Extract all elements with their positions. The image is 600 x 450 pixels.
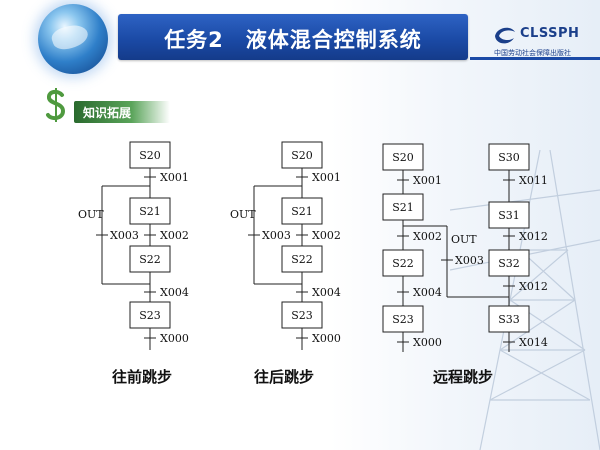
- step-label: S23: [392, 313, 414, 326]
- step-box-s21: [281, 197, 323, 225]
- title-bar: 任务2 液体混合控制系统: [118, 14, 468, 60]
- step-box-s23: [281, 301, 323, 329]
- step-box-s20: [281, 141, 323, 169]
- step-label: S20: [291, 149, 313, 162]
- jump-out-label: OUT: [230, 208, 256, 221]
- step-box-s22: [281, 245, 323, 273]
- step-label: S32: [498, 257, 520, 270]
- step-box-s21: [129, 197, 171, 225]
- step-label: S22: [392, 257, 414, 270]
- jump-condition-label: X003: [455, 254, 484, 267]
- transition-label: X000: [160, 332, 189, 345]
- step-label: S22: [139, 253, 161, 266]
- transition-label: X002: [160, 229, 189, 242]
- header-rule: [470, 57, 600, 60]
- diagram-forward-jump: [96, 141, 171, 350]
- transition-label: X012: [519, 280, 548, 293]
- transition-label: X012: [519, 230, 548, 243]
- step-label: S20: [392, 151, 414, 164]
- caption-forward-jump: 往前跳步: [112, 368, 173, 386]
- publisher-logo: CLSSPH 中国劳动社会保障出版社: [488, 24, 596, 66]
- step-box-s22: [382, 249, 424, 277]
- step-label: S22: [291, 253, 313, 266]
- step-box-s20: [129, 141, 171, 169]
- transition-label: X004: [312, 286, 341, 299]
- step-box-s23: [382, 305, 424, 333]
- transition-label: X011: [519, 174, 548, 187]
- step-label: S23: [291, 309, 313, 322]
- transition-label: X001: [413, 174, 442, 187]
- transition-label: X004: [160, 286, 189, 299]
- step-label: S33: [498, 313, 520, 326]
- globe-logo: [38, 4, 108, 74]
- transition-label: X004: [413, 286, 442, 299]
- transition-label: X002: [312, 229, 341, 242]
- caption-backward-jump: 往后跳步: [254, 368, 315, 386]
- dollar-s-icon: [46, 88, 66, 122]
- step-label: S20: [139, 149, 161, 162]
- step-box-s21: [382, 193, 424, 221]
- step-box-s32: [488, 249, 530, 277]
- transition-label: X001: [160, 171, 189, 184]
- jump-out-label: OUT: [451, 233, 477, 246]
- section-tag-label: 知识拓展: [83, 106, 132, 120]
- jump-condition-label: X003: [110, 229, 139, 242]
- publisher-swirl-icon: [495, 27, 515, 44]
- step-label: S31: [498, 209, 520, 222]
- step-box-s23: [129, 301, 171, 329]
- transition-label: X001: [312, 171, 341, 184]
- transition-label: X000: [312, 332, 341, 345]
- transition-label: X000: [413, 336, 442, 349]
- step-label: S23: [139, 309, 161, 322]
- caption-remote-jump: 远程跳步: [433, 368, 494, 386]
- transition-label: X014: [519, 336, 548, 349]
- transition-label: X002: [413, 230, 442, 243]
- step-box-s20: [382, 143, 424, 171]
- jump-out-label: OUT: [78, 208, 104, 221]
- publisher-name: CLSSPH: [520, 26, 580, 41]
- jump-condition-label: X003: [262, 229, 291, 242]
- step-box-s33: [488, 305, 530, 333]
- section-tag: 知识拓展: [74, 101, 170, 123]
- publisher-subtitle: 中国劳动社会保障出版社: [494, 49, 571, 57]
- step-label: S30: [498, 151, 520, 164]
- step-label: S21: [291, 205, 313, 218]
- slide-title: 任务2 液体混合控制系统: [164, 28, 422, 52]
- step-label: S21: [139, 205, 161, 218]
- diagram-backward-jump: [248, 141, 323, 350]
- diagram-remote-jump: [382, 143, 530, 352]
- step-label: S21: [392, 201, 414, 214]
